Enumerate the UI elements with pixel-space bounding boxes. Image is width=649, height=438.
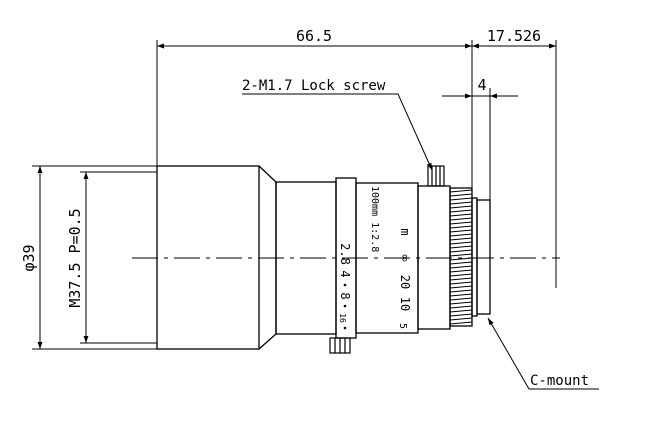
aperture-mark: 16 bbox=[338, 313, 347, 323]
knurl-pattern bbox=[449, 189, 473, 325]
aperture-dot bbox=[343, 283, 347, 287]
aperture-mark: 8 bbox=[338, 292, 352, 299]
knurl-line bbox=[449, 241, 473, 245]
knurl-line bbox=[449, 197, 473, 201]
knurl-line bbox=[449, 233, 473, 237]
extension-lines bbox=[32, 40, 557, 350]
knurl-line bbox=[449, 289, 473, 293]
callout-leaders bbox=[242, 93, 599, 390]
knurl-line bbox=[449, 317, 473, 321]
knurl-line bbox=[449, 285, 473, 289]
mount-label: C-mount bbox=[530, 373, 589, 389]
aperture-mark: 4 bbox=[338, 270, 352, 277]
knurl-line bbox=[449, 229, 473, 233]
knurl-line bbox=[449, 213, 473, 217]
knurl-line bbox=[449, 201, 473, 205]
dim-flange-label: 17.526 bbox=[487, 27, 541, 45]
lock-screw-bottom bbox=[329, 337, 351, 354]
knurl-line bbox=[449, 209, 473, 213]
lock-screw-top bbox=[427, 165, 445, 187]
knurl-line bbox=[449, 281, 473, 285]
knurl-line bbox=[449, 301, 473, 305]
knurl-line bbox=[449, 249, 473, 253]
mount-leader bbox=[487, 317, 599, 390]
lock-screw-leader bbox=[242, 93, 433, 171]
knurl-line bbox=[449, 257, 473, 261]
knurl-line bbox=[449, 277, 473, 281]
distance-mark: 5 bbox=[397, 323, 408, 329]
knurl-line bbox=[449, 309, 473, 313]
knurl-line bbox=[449, 297, 473, 301]
knurl-line bbox=[449, 225, 473, 229]
mount-thread bbox=[476, 199, 491, 315]
distance-mark: 10 bbox=[398, 297, 412, 311]
knurl-line bbox=[449, 205, 473, 209]
knurl-line bbox=[449, 273, 473, 277]
knurl-line bbox=[449, 261, 473, 265]
aperture-dot bbox=[343, 304, 347, 308]
knurl-line bbox=[449, 193, 473, 197]
distance-unit-marking: m bbox=[398, 228, 412, 235]
knurl-line bbox=[449, 221, 473, 225]
knurl-line bbox=[449, 253, 473, 257]
knurl-line bbox=[449, 305, 473, 309]
flange-plate bbox=[471, 197, 478, 317]
aperture-dot bbox=[343, 326, 347, 330]
knurl-line bbox=[449, 265, 473, 269]
aperture-mark: 2.8 bbox=[338, 243, 352, 265]
dim-diameter-label: φ39 bbox=[20, 244, 38, 271]
front-barrel bbox=[156, 165, 260, 350]
knurl-line bbox=[449, 237, 473, 241]
knurl-line bbox=[449, 217, 473, 221]
knurled-ring bbox=[449, 187, 473, 327]
dim-filter-label: M37.5 P=0.5 bbox=[66, 208, 84, 307]
distance-scale: ∞ 20 10 5 bbox=[397, 254, 412, 329]
lock-screw-label: 2-M1.7 Lock screw bbox=[242, 78, 386, 94]
knurl-line bbox=[449, 189, 473, 193]
lens-model-marking: 100mm 1:2.8 bbox=[369, 186, 380, 252]
distance-mark: ∞ bbox=[398, 254, 412, 261]
aperture-scale: 2.8 4 8 16 bbox=[338, 243, 352, 330]
dimension-lines bbox=[37, 43, 556, 349]
distance-mark: 20 bbox=[398, 275, 412, 289]
knurl-line bbox=[449, 245, 473, 249]
knurl-line bbox=[449, 269, 473, 273]
knurl-line bbox=[449, 321, 473, 325]
dim-length-label: 66.5 bbox=[296, 27, 332, 45]
knurl-line bbox=[449, 293, 473, 297]
knurl-line bbox=[449, 313, 473, 317]
dim-thread-label: 4 bbox=[477, 76, 486, 94]
